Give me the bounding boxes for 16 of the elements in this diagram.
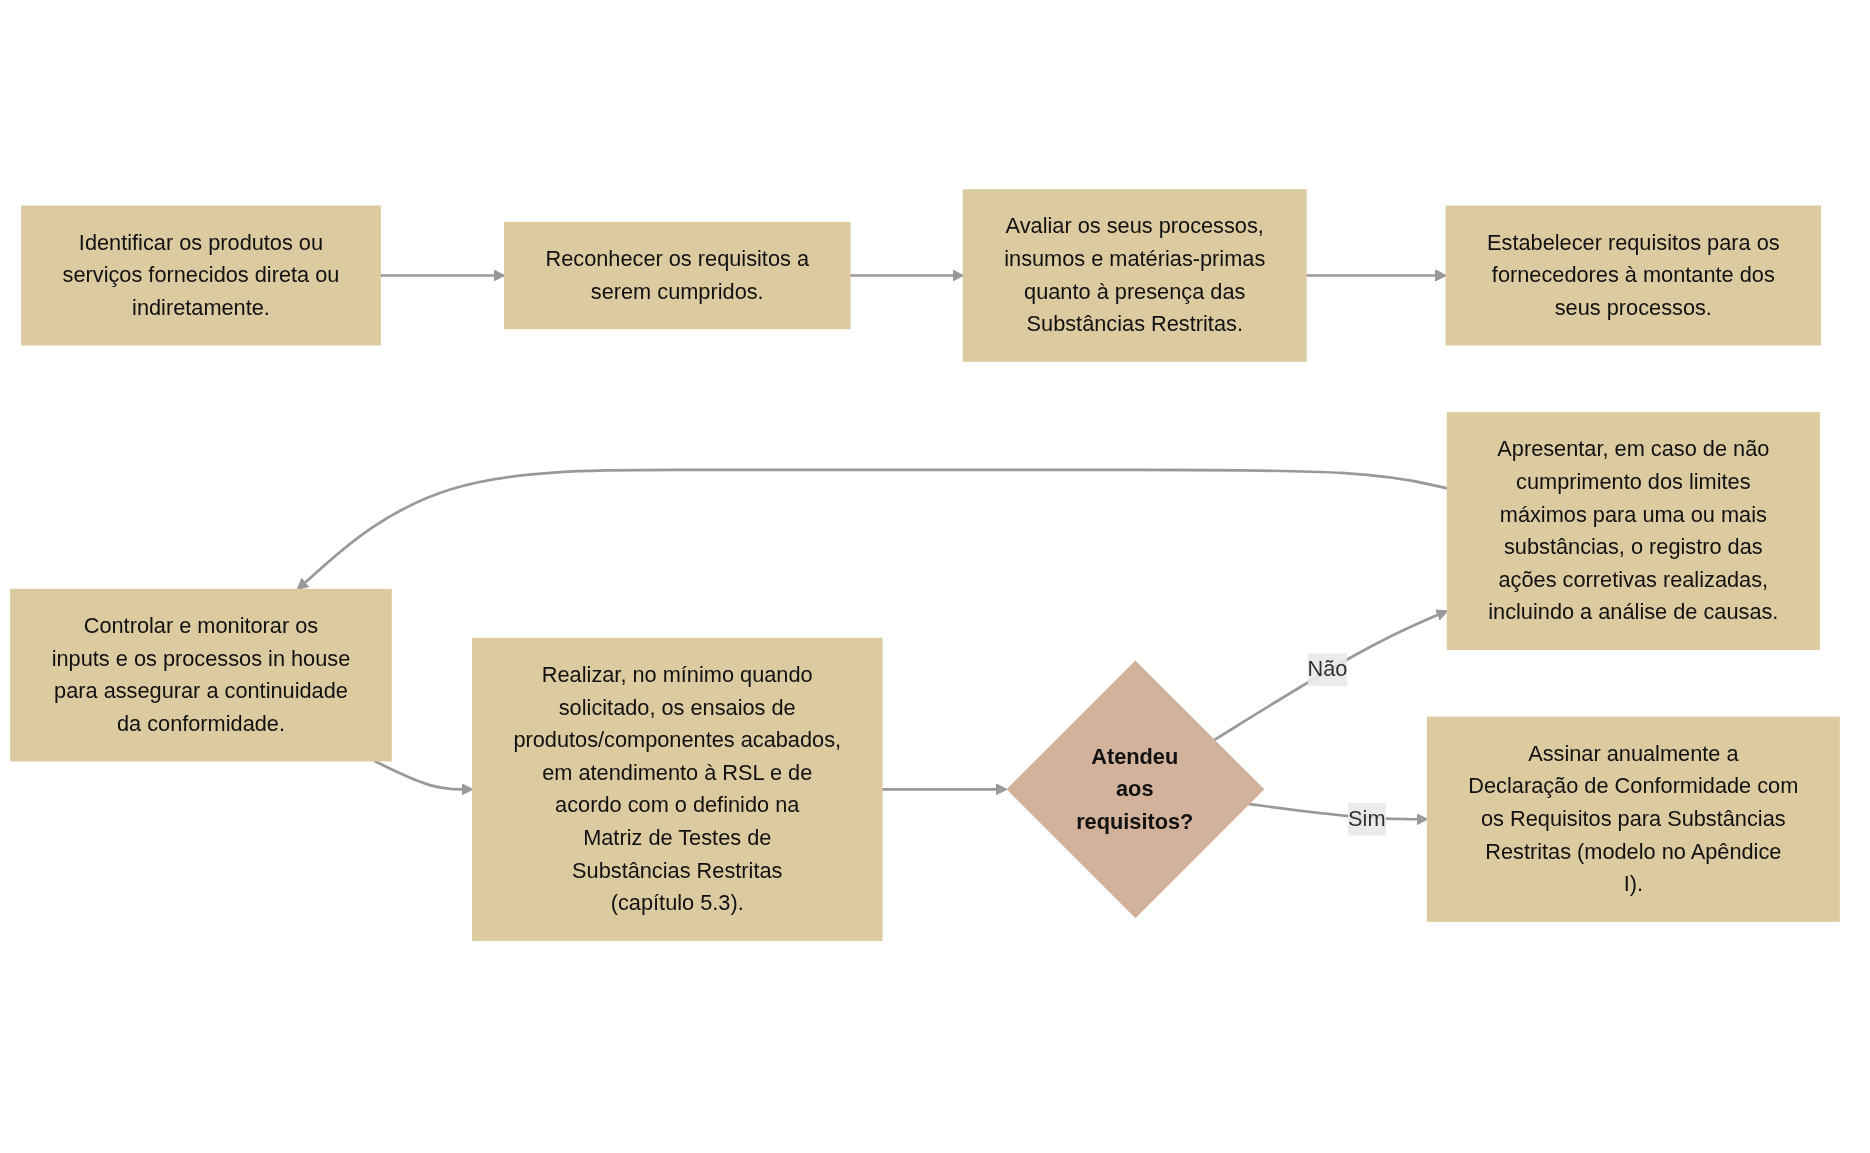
edge-label: Não xyxy=(1307,657,1348,681)
arrow xyxy=(1212,609,1448,742)
node-box: Controlar e monitorar os inputs e os processos in house para assegurar a continuidade da conformidade. xyxy=(10,588,392,762)
node-box: Apresentar, em caso de não cumprimento dos limites máximos para uma ou mais substâncias, o registro das ações corretivas realizadas, incluindo a análise de causas. xyxy=(1446,412,1820,650)
node-box: Assinar anualmente a Declaração de Conformidade com os Requisitos para Substâncias Restritas (modelo no Apêndice I). xyxy=(1426,716,1840,922)
edge-label: Sim xyxy=(1348,806,1386,831)
node-box: Identificar os produtos ou serviços fornecidos direta ou indiretamente. xyxy=(21,205,381,346)
node-box: Reconhecer os requisitos a serem cumpridos. xyxy=(504,221,851,330)
node-box: Realizar, no mínimo quando solicitado, os ensaios de produtos/componentes acabados, em atendimento à RSL e de acordo com o definido na Matriz de Testes de Substâncias Restritas (capítulo 5.3). xyxy=(471,637,883,941)
arrow xyxy=(849,269,964,282)
node-box: Avaliar os seus processos, insumos e matérias-primas quanto à presença das Substâncias Restritas. xyxy=(962,189,1307,362)
node-box: Estabelecer requisitos para os fornecedores à montante dos seus processos. xyxy=(1445,205,1822,346)
arrow xyxy=(296,468,1448,590)
arrow xyxy=(881,783,1008,796)
node-diamond: Atendeu aos requisitos? xyxy=(1006,660,1265,919)
arrow xyxy=(1306,269,1447,282)
